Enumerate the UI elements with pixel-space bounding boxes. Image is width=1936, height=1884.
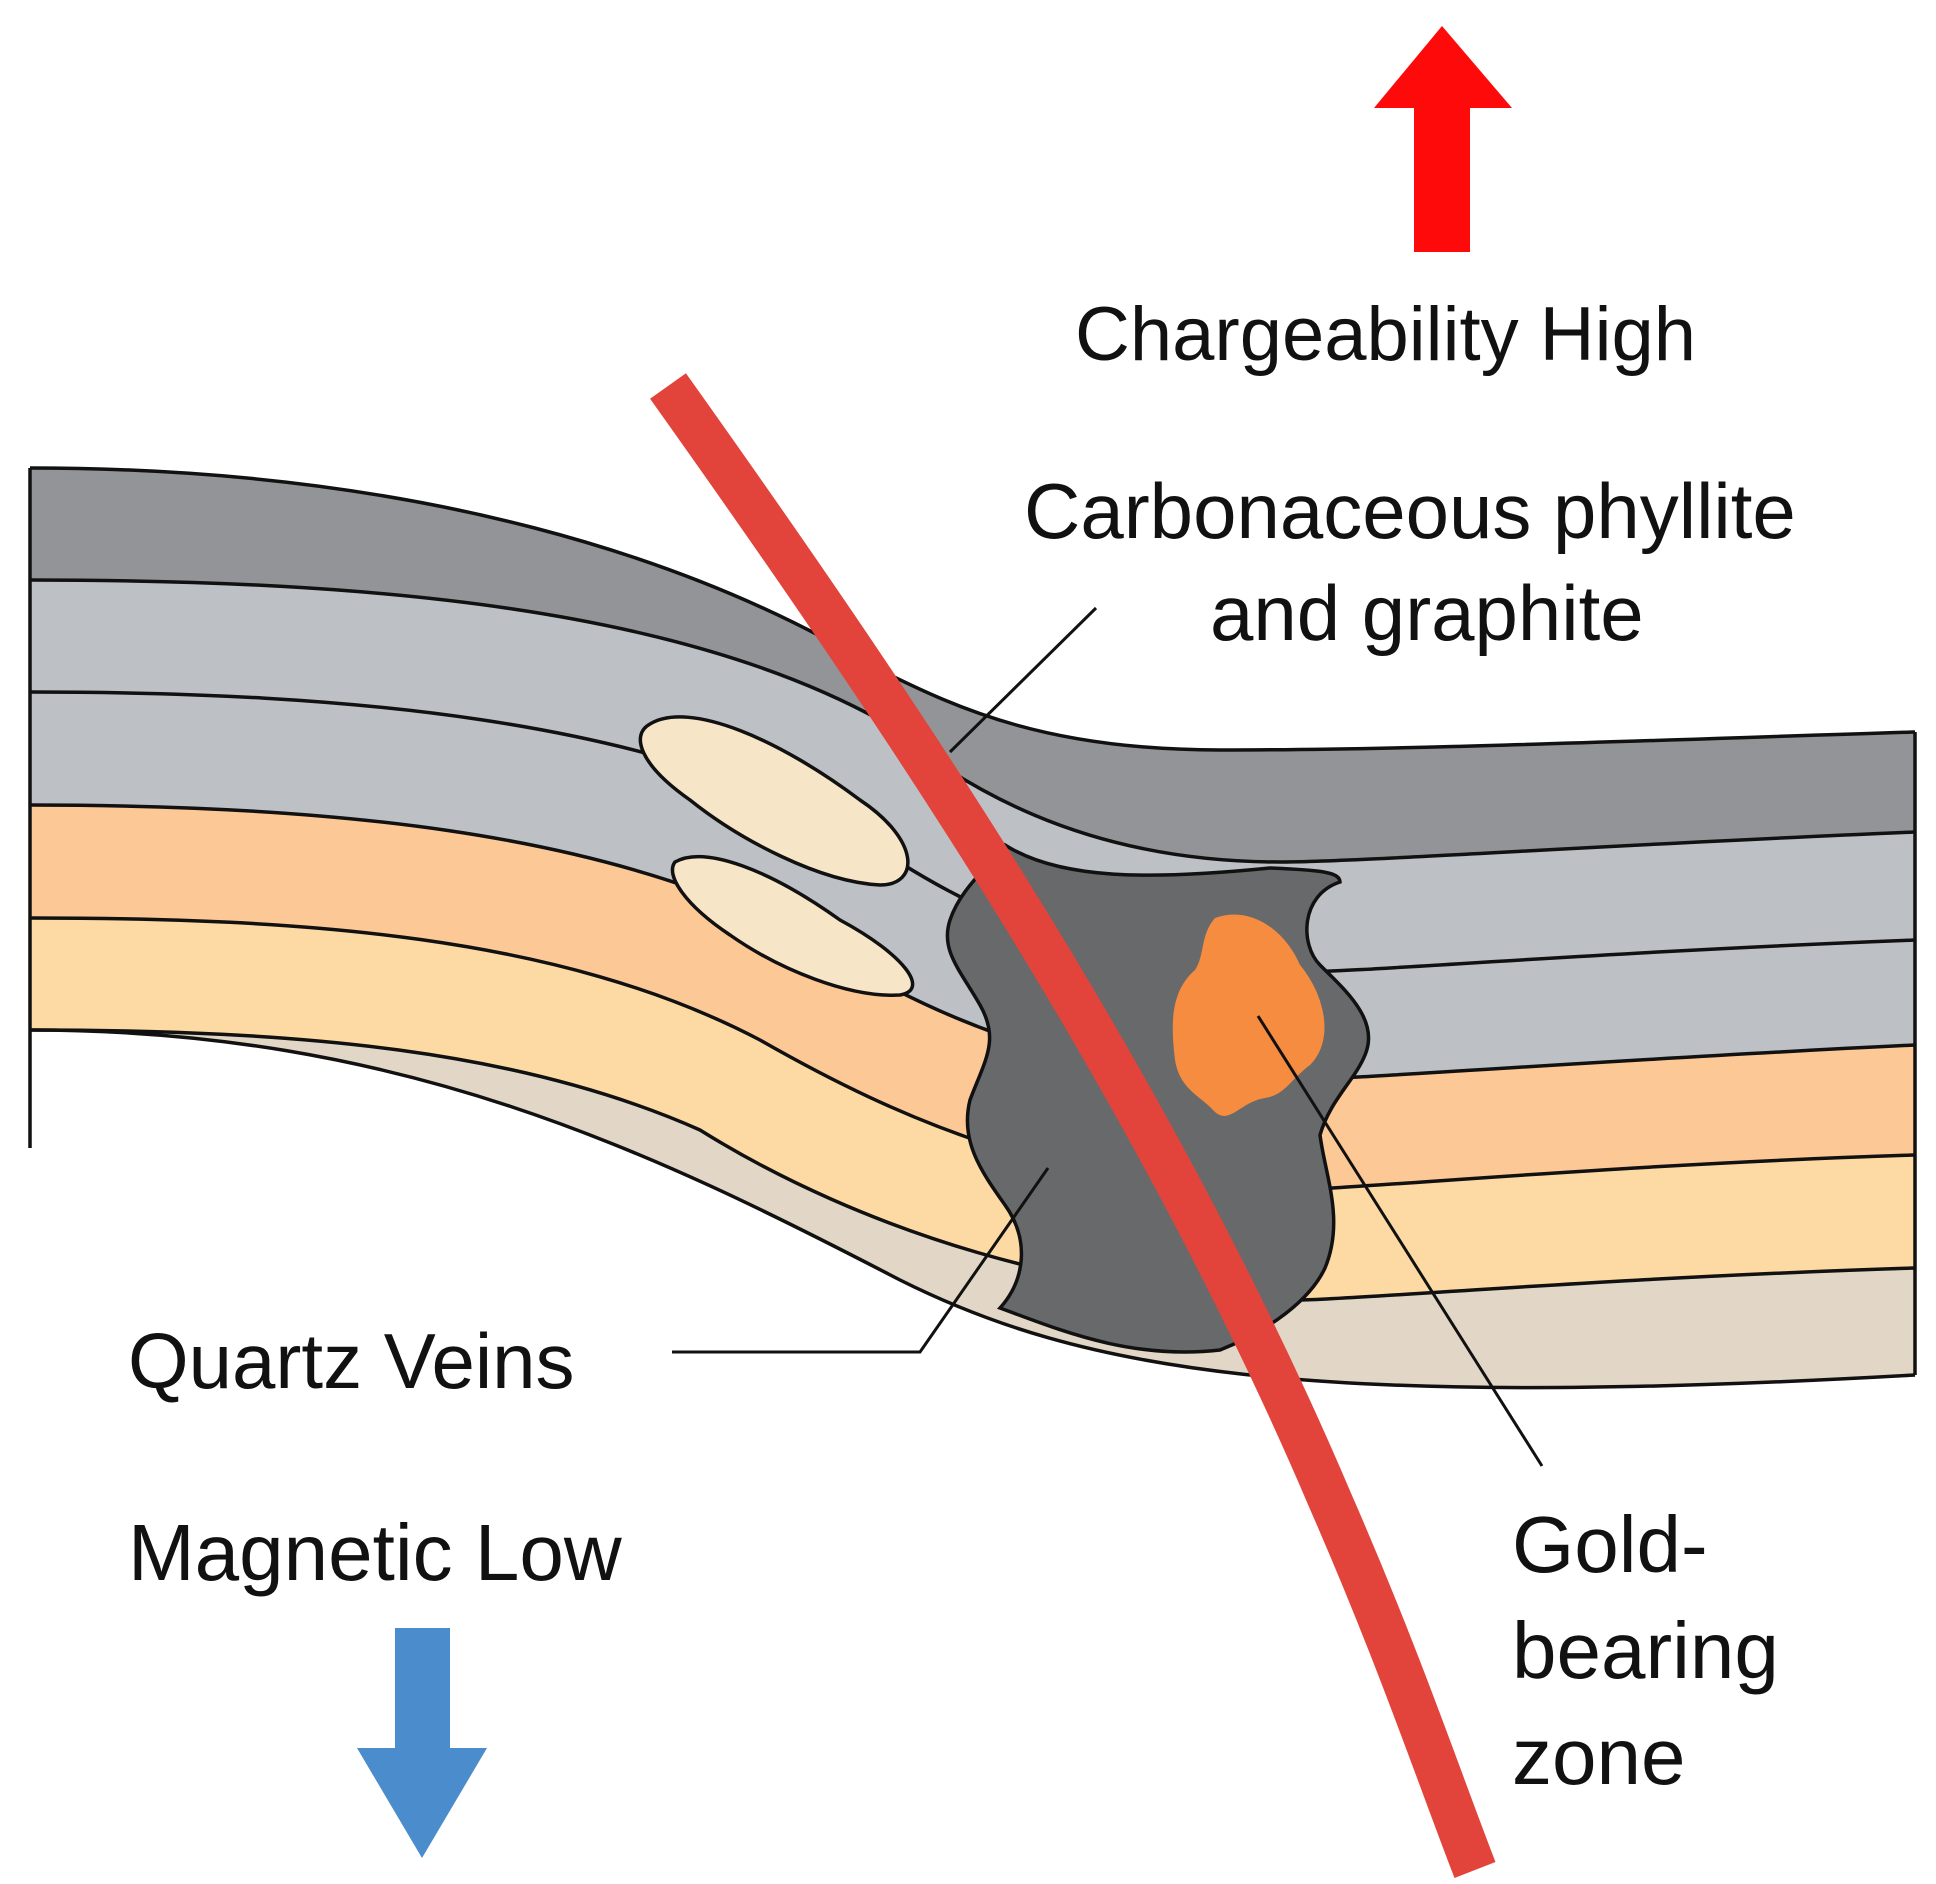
bed-tan — [30, 1030, 1915, 1388]
bed-orange — [30, 805, 1915, 1190]
fault-line — [650, 373, 1496, 1878]
label-gold-line3: zone — [1512, 1712, 1685, 1801]
label-magnetic-low: Magnetic Low — [128, 1508, 622, 1597]
chargeability-high-arrow-up-icon — [1374, 26, 1512, 252]
label-carbonaceous-line1: Carbonaceous phyllite — [1024, 467, 1796, 555]
bed-yellow — [30, 918, 1915, 1300]
graphite-zone-outline — [945, 842, 1371, 1354]
leader-quartz — [672, 1167, 1050, 1354]
leader-gold — [1256, 1015, 1544, 1467]
label-carbonaceous-line2: and graphite — [1210, 569, 1644, 657]
quartz-veins — [638, 715, 915, 997]
gold-zone — [1172, 914, 1325, 1116]
bed-layers — [30, 468, 1915, 1388]
label-chargeability-high: Chargeability High — [1075, 292, 1696, 377]
bed-top-grey — [30, 468, 1915, 862]
quartz-vein-lower — [670, 854, 915, 997]
label-gold-line2: bearing — [1512, 1606, 1779, 1695]
labels: Chargeability High Carbonaceous phyllite… — [128, 292, 1796, 1801]
label-gold-line1: Gold- — [1512, 1500, 1708, 1589]
bed-grey-upper — [30, 580, 1915, 972]
quartz-vein-upper — [638, 715, 910, 887]
leader-carbonaceous — [948, 606, 1098, 754]
bed-grey-lower — [30, 692, 1915, 1080]
magnetic-low-arrow-down-icon — [357, 1628, 487, 1858]
label-quartz-veins: Quartz Veins — [128, 1317, 575, 1405]
leader-lines — [672, 606, 1544, 1467]
